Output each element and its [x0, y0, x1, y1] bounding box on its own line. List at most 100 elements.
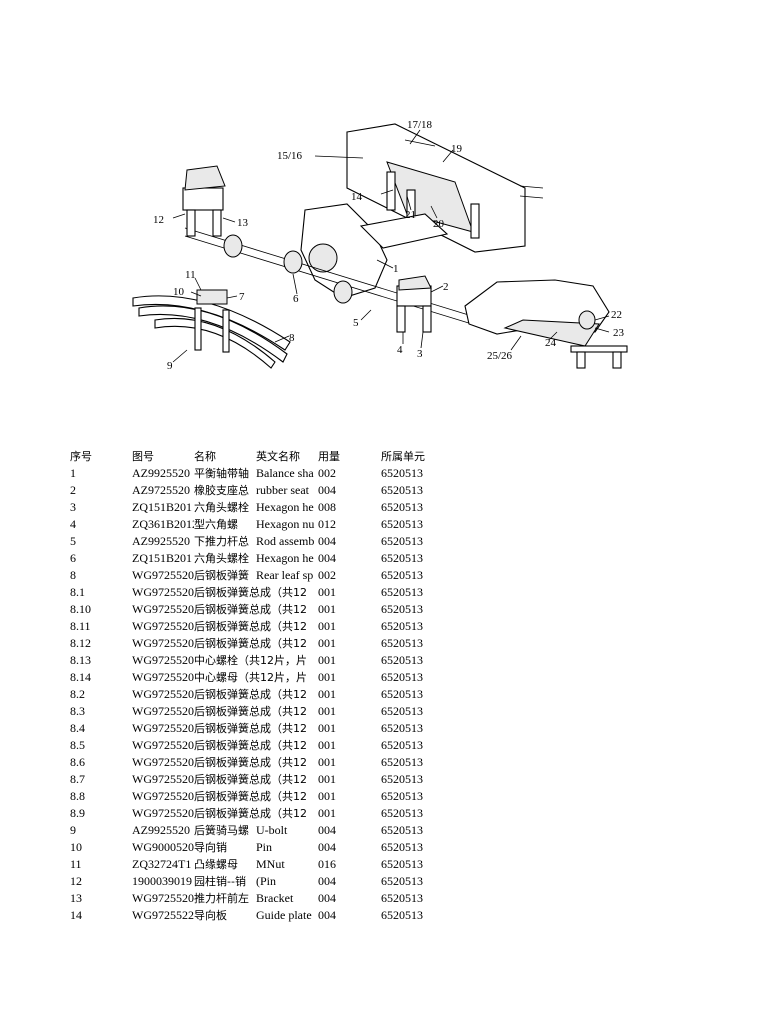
cell-quantity: 001 [318, 789, 336, 803]
cell-unit: 6520513 [381, 619, 423, 633]
header-seq: 序号 [70, 450, 92, 463]
callout: 25/26 [487, 350, 513, 362]
cell-unit: 6520513 [381, 806, 423, 820]
cell-quantity: 001 [318, 755, 336, 769]
callout: 19 [451, 143, 463, 155]
header-quantity: 用量 [318, 450, 340, 463]
cell-quantity: 016 [318, 857, 336, 871]
cell-name: 后钢板弹簧总成（共12 [194, 603, 307, 616]
cell-unit: 6520513 [381, 721, 423, 735]
cell-english-name: MNut [256, 857, 285, 871]
cell-quantity: 002 [318, 466, 336, 480]
cell-quantity: 004 [318, 908, 336, 922]
cell-quantity: 002 [318, 568, 336, 582]
header-drawing-no: 图号 [132, 450, 154, 463]
cell-drawing-no: WG9725520 [132, 704, 194, 718]
cell-quantity: 001 [318, 687, 336, 701]
cell-unit: 6520513 [381, 857, 423, 871]
cell-quantity: 004 [318, 874, 336, 888]
cell-drawing-no: WG9725520 [132, 891, 194, 905]
cell-quantity: 001 [318, 806, 336, 820]
cell-english-name: Hexagon he [256, 500, 314, 514]
cell-unit: 6520513 [381, 636, 423, 650]
cell-drawing-no: WG9725520 [132, 738, 194, 752]
callout: 10 [173, 286, 185, 298]
cell-drawing-no: WG9725520 [132, 806, 194, 820]
cell-seq: 8.3 [70, 704, 85, 718]
callout: 4 [397, 344, 403, 356]
cell-drawing-no: WG9725520 [132, 585, 194, 599]
cell-seq: 8.1 [70, 585, 85, 599]
callout-labels: 17/18 15/16 19 14 21 20 12 13 1 11 10 7 … [153, 119, 625, 372]
cell-english-name: Rear leaf sp [256, 568, 314, 582]
cell-unit: 6520513 [381, 772, 423, 786]
right-seat-drawing [333, 275, 432, 333]
cell-seq: 8.5 [70, 738, 85, 752]
cell-drawing-no: WG9000520 [132, 840, 194, 854]
cell-seq: 8.10 [70, 602, 91, 616]
cell-drawing-no: AZ9925520 [132, 823, 190, 837]
cell-seq: 3 [70, 500, 76, 514]
callout: 5 [353, 317, 359, 329]
cell-unit: 6520513 [381, 789, 423, 803]
cell-drawing-no: ZQ361B2012 [132, 517, 194, 531]
cell-seq: 8.12 [70, 636, 91, 650]
callout: 20 [433, 218, 445, 230]
cell-drawing-no: WG9725520 [132, 755, 194, 769]
cell-seq: 6 [70, 551, 76, 565]
cell-name: 下推力杆总 [194, 535, 249, 548]
cell-seq: 8.11 [70, 619, 91, 633]
cell-drawing-no: WG9725520 [132, 772, 194, 786]
cell-drawing-no: ZQ151B201 [132, 551, 192, 565]
cell-seq: 9 [70, 823, 76, 837]
cell-drawing-no: WG9725520 [132, 602, 194, 616]
cell-seq: 12 [70, 874, 82, 888]
callout: 7 [239, 291, 245, 303]
cell-unit: 6520513 [381, 823, 423, 837]
cell-seq: 5 [70, 534, 76, 548]
cell-quantity: 004 [318, 551, 336, 565]
callout: 14 [351, 191, 363, 203]
cell-drawing-no: WG9725520 [132, 568, 194, 582]
callout: 3 [417, 348, 423, 360]
cell-unit: 6520513 [381, 653, 423, 667]
cell-name: 六角头螺栓 [194, 501, 249, 514]
cell-unit: 6520513 [381, 534, 423, 548]
cell-drawing-no: WG9725520 [132, 619, 194, 633]
cell-drawing-no: ZQ32724T1 [132, 857, 192, 871]
cell-drawing-no: WG9725520 [132, 721, 194, 735]
cell-unit: 6520513 [381, 483, 423, 497]
callout: 2 [443, 281, 449, 293]
callout: 24 [545, 337, 557, 349]
cell-name: 园柱销--销 [194, 875, 246, 888]
cell-name: 后钢板弹簧总成（共12 [194, 790, 307, 803]
cell-english-name: Hexagon he [256, 551, 314, 565]
cell-name: 导向板 [194, 909, 227, 922]
cell-drawing-no: ZQ151B201 [132, 500, 192, 514]
cell-unit: 6520513 [381, 517, 423, 531]
cell-english-name: U-bolt [256, 823, 288, 837]
cell-quantity: 004 [318, 891, 336, 905]
cell-unit: 6520513 [381, 704, 423, 718]
cell-english-name: Balance sha [256, 466, 314, 480]
cell-seq: 8.7 [70, 772, 85, 786]
cell-quantity: 001 [318, 772, 336, 786]
callout: 8 [289, 332, 295, 344]
cell-english-name: Rod assemb [256, 534, 315, 548]
cell-seq: 8.4 [70, 721, 85, 735]
cell-unit: 6520513 [381, 500, 423, 514]
cell-seq: 1 [70, 466, 76, 480]
